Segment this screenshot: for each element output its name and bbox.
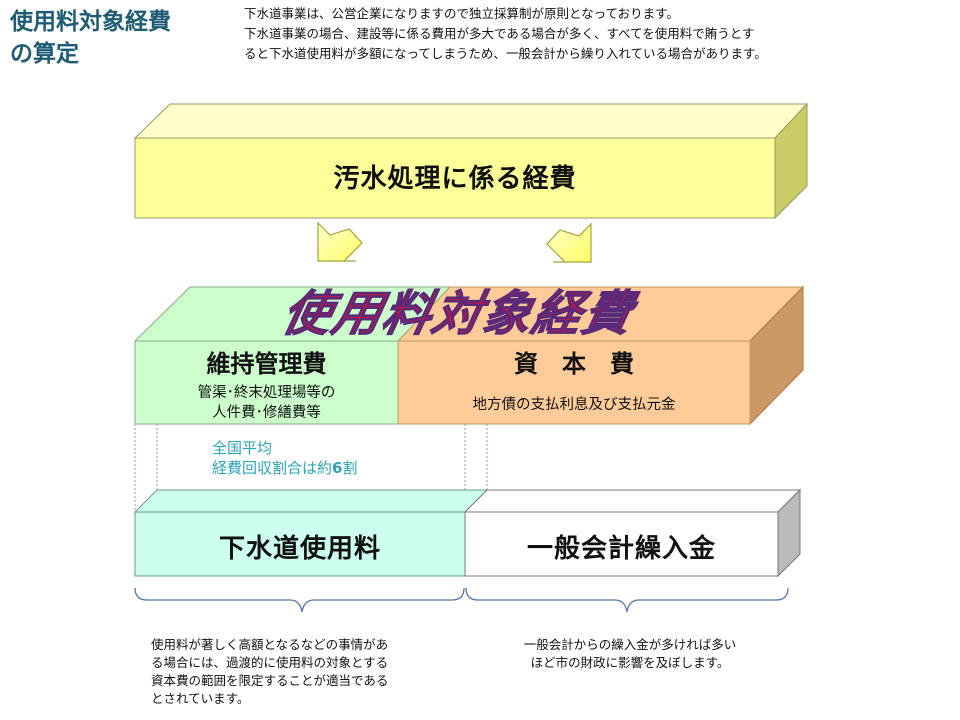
top-box-top-face [133, 103, 809, 139]
maintenance-cost-box [134, 340, 399, 425]
left-note-line-2: る場合には、過渡的に使用料の対象とする [151, 655, 389, 670]
capital-cost-box [397, 340, 751, 425]
arrow-down-right-icon [546, 222, 592, 263]
average-note-line-1: 全国平均 [212, 439, 273, 457]
sewer-fee-label: 下水道使用料 [218, 534, 381, 564]
sewer-fee-box [134, 511, 466, 577]
left-note: 使用料が著しく高額となるなどの事情があ る場合には、過渡的に使用料の対象とする … [151, 636, 451, 708]
capital-cost-text: 資 本 費 地方債の支払利息及び支払元金 [398, 344, 750, 415]
right-note-line-2: ほど市の財政に影響を及ぼします。 [530, 655, 730, 670]
average-note-prefix: 経費回収割合は約 [212, 459, 333, 477]
intro-text: 下水道事業は、公営企業になりますので独立採算制が原則となっております。 下水道事… [244, 4, 944, 64]
average-note-suffix: 割 [342, 459, 358, 477]
left-note-line-1: 使用料が著しく高額となるなどの事情があ [151, 637, 389, 652]
bottom-box-top-face-right [463, 489, 802, 513]
intro-line-1: 下水道事業は、公営企業になりますので独立採算制が原則となっております。 [244, 6, 679, 21]
maintenance-cost-text: 維持管理費 管渠･終末処理場等の 人件費･修繕費等 [135, 344, 398, 423]
maintenance-cost-detail-1: 管渠･終末処理場等の [197, 385, 336, 401]
intro-line-3: ると下水道使用料が多額になってしまうため、一般会計から繰り入れている場合がありま… [244, 46, 767, 61]
page-title: 使用料対象経費 の算定 [10, 6, 230, 70]
intro-line-2: 下水道事業の場合、建設等に係る費用が多大である場合が多く、すべてを使用料で賄うと… [244, 26, 755, 41]
maintenance-cost-detail-2: 人件費･修繕費等 [212, 405, 321, 421]
right-note-line-1: 一般会計からの繰入金が多ければ多い [523, 637, 737, 652]
average-recovery-note: 全国平均 経費回収割合は約6割 [212, 438, 357, 478]
maintenance-cost-title: 維持管理費 [206, 350, 327, 378]
left-brace [134, 587, 465, 613]
page-title-line2: の算定 [10, 41, 79, 67]
right-brace [465, 587, 789, 613]
left-note-line-3: 資本費の範囲を限定することが適当である [151, 673, 389, 688]
top-box-front-face [134, 137, 776, 219]
arrow-down-left-icon [317, 221, 363, 262]
target-cost-banner: 使用料対象経費 [277, 286, 642, 341]
average-note-value: 6 [332, 459, 343, 477]
general-transfer-label: 一般会計繰入金 [526, 534, 716, 564]
capital-cost-title: 資 本 費 [514, 350, 634, 378]
left-note-line-4: とされています。 [151, 691, 250, 706]
top-box-label: 汚水処理に係る経費 [333, 164, 577, 194]
average-note-line-2: 経費回収割合は約6割 [212, 458, 357, 478]
capital-cost-detail: 地方債の支払利息及び支払元金 [472, 397, 676, 413]
general-transfer-box [464, 511, 779, 577]
right-note: 一般会計からの繰入金が多ければ多い ほど市の財政に影響を及ぼします。 [500, 636, 760, 672]
page-title-line1: 使用料対象経費 [10, 9, 171, 35]
bottom-box-top-face-left [133, 489, 489, 513]
